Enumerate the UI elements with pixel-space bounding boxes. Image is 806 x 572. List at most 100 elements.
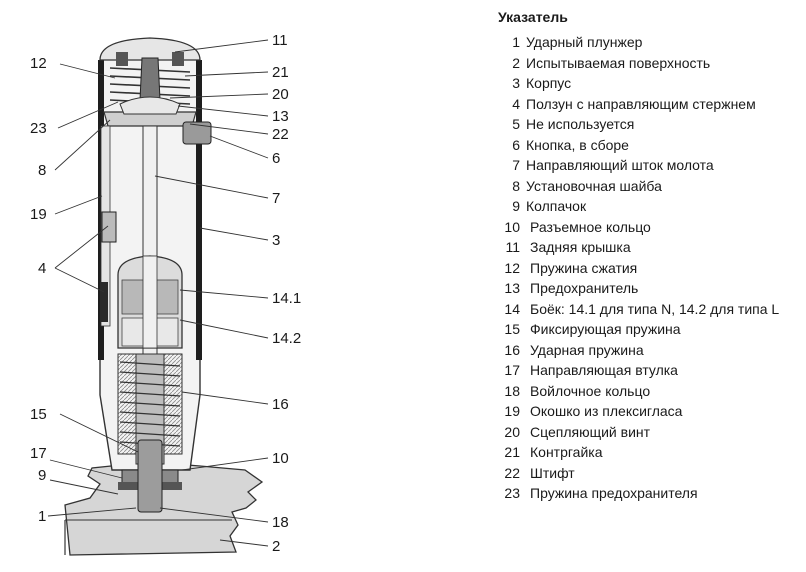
legend-item: 23 Пружина предохранителя bbox=[498, 483, 804, 504]
slider-guide bbox=[100, 282, 108, 322]
legend-item: 3 Корпус bbox=[498, 73, 804, 94]
callout-11: 11 bbox=[272, 32, 288, 49]
legend-item-number: 22 bbox=[504, 464, 520, 481]
cap-insert-left bbox=[116, 52, 128, 66]
legend-item: 12 Пружина сжатия bbox=[498, 258, 804, 279]
legend-item: 8 Установочная шайба bbox=[498, 176, 804, 197]
legend-item-number: 20 bbox=[504, 423, 520, 440]
callout-23: 23 bbox=[30, 120, 47, 137]
legend-item-number: 18 bbox=[504, 382, 520, 399]
legend-item-number: 14 bbox=[504, 300, 520, 317]
legend-item: 13 Предохранитель bbox=[498, 278, 804, 299]
legend-item: 9 Колпачок bbox=[498, 196, 804, 217]
hammer bbox=[117, 255, 183, 349]
legend-item-text: Ударный плунжер bbox=[526, 34, 643, 50]
legend-item-number: 5 bbox=[512, 116, 520, 132]
leader-lines bbox=[47, 39, 269, 547]
lock-nut bbox=[139, 57, 161, 101]
callout-12: 12 bbox=[30, 55, 47, 72]
legend-item-text: Кнопка, в сборе bbox=[526, 136, 629, 153]
callout-8: 8 bbox=[38, 162, 46, 179]
legend-item-text: Колпачок bbox=[526, 198, 587, 214]
legend-item-text: Окошко из плексигласа bbox=[530, 403, 683, 419]
legend-item-text: Штифт bbox=[530, 464, 575, 481]
callout-19: 19 bbox=[30, 206, 47, 223]
legend-item-text: Направляющая втулка bbox=[530, 362, 678, 378]
callout-10: 10 bbox=[272, 450, 289, 467]
legend-item-number: 12 bbox=[504, 259, 520, 276]
callout-3: 3 bbox=[272, 232, 280, 249]
callout-17: 17 bbox=[30, 445, 47, 462]
legend-item-text: Задняя крышка bbox=[530, 239, 631, 255]
legend-item: 10 Разъемное кольцо bbox=[498, 217, 804, 238]
legend-item-number: 21 bbox=[504, 444, 520, 460]
legend-item-text: Не используется bbox=[526, 116, 635, 132]
legend-item-text: Ударная пружина bbox=[530, 341, 644, 358]
callout-20: 20 bbox=[272, 86, 289, 103]
legend-item-number: 1 bbox=[512, 34, 520, 50]
callout-14-2: 14.2 bbox=[272, 330, 301, 347]
legend-item-number: 17 bbox=[504, 362, 520, 378]
callout-6: 6 bbox=[272, 150, 280, 167]
legend-item-number: 10 bbox=[504, 218, 520, 235]
legend-item-text: Разъемное кольцо bbox=[530, 218, 651, 235]
callout-18: 18 bbox=[272, 514, 289, 531]
callout-7: 7 bbox=[272, 190, 280, 207]
legend-item: 17 Направляющая втулка bbox=[498, 360, 804, 381]
callout-15: 15 bbox=[30, 406, 47, 423]
legend-item: 15 Фиксирующая пружина bbox=[498, 319, 804, 340]
callout-1: 1 bbox=[38, 508, 46, 525]
legend-item-number: 19 bbox=[504, 403, 520, 419]
legend-item-text: Предохранитель bbox=[530, 280, 639, 296]
legend-item: 16 Ударная пружина bbox=[498, 340, 804, 361]
legend-item-number: 2 bbox=[512, 54, 520, 71]
legend-list: 1 Ударный плунжер 2 Испытываемая поверхнос… bbox=[498, 32, 804, 504]
legend-item: 1 Ударный плунжер bbox=[498, 32, 804, 53]
callout-22: 22 bbox=[272, 126, 289, 143]
legend-item: 22 Штифт bbox=[498, 463, 804, 484]
legend-item: 14 Боёк: 14.1 для типа N, 14.2 для типа L bbox=[498, 299, 804, 320]
legend-title: Указатель bbox=[498, 9, 568, 25]
legend-item-number: 13 bbox=[504, 280, 520, 296]
legend-item-text: Установочная шайба bbox=[526, 177, 662, 194]
impact-plunger bbox=[137, 439, 163, 513]
legend-item-number: 9 bbox=[512, 198, 520, 214]
legend-item-number: 6 bbox=[512, 136, 520, 153]
legend-item-number: 8 bbox=[512, 177, 520, 194]
legend-item-number: 23 bbox=[504, 485, 520, 501]
legend-item-text: Боёк: 14.1 для типа N, 14.2 для типа L bbox=[530, 300, 780, 317]
legend-item: 21 Контргайка bbox=[498, 442, 804, 463]
legend-item-number: 16 bbox=[504, 341, 520, 358]
legend-item-text: Пружина предохранителя bbox=[530, 485, 698, 501]
slider bbox=[101, 211, 117, 243]
legend-item: 2 Испытываемая поверхность bbox=[498, 53, 804, 74]
legend-item-text: Ползун с направляющим стержнем bbox=[526, 95, 756, 112]
legend-item-text: Корпус bbox=[526, 75, 572, 91]
legend: Указатель 1 Ударный плунжер 2 Испытываемая… bbox=[498, 8, 804, 504]
callout-4: 4 bbox=[38, 260, 46, 277]
legend-item: 6 Кнопка, в сборе bbox=[498, 135, 804, 156]
cap-insert-right bbox=[172, 52, 184, 66]
legend-item: 18 Войлочное кольцо bbox=[498, 381, 804, 402]
legend-item-text: Фиксирующая пружина bbox=[530, 321, 681, 337]
legend-item-text: Войлочное кольцо bbox=[530, 382, 651, 399]
legend-item-text: Пружина сжатия bbox=[530, 259, 638, 276]
safety-catch bbox=[119, 96, 181, 115]
callout-13: 13 bbox=[272, 108, 289, 125]
hammer-cross-section-diagram: 11 12 21 20 13 23 22 6 8 7 19 3 4 14.1 1… bbox=[30, 32, 301, 556]
callout-16: 16 bbox=[272, 396, 289, 413]
button-assembly bbox=[182, 121, 212, 145]
legend-item-text: Контргайка bbox=[530, 444, 603, 460]
back-cap bbox=[99, 37, 201, 61]
callout-2: 2 bbox=[272, 538, 280, 555]
legend-item-number: 3 bbox=[512, 75, 520, 91]
legend-item-number: 15 bbox=[504, 321, 520, 337]
legend-item-text: Испытываемая поверхность bbox=[526, 54, 711, 71]
legend-item: 5 Не используется bbox=[498, 114, 804, 135]
legend-item-number: 4 bbox=[512, 95, 520, 112]
legend-item: 20 Сцепляющий винт bbox=[498, 422, 804, 443]
legend-item-text: Сцепляющий винт bbox=[530, 423, 651, 440]
legend-item: 19 Окошко из плексигласа bbox=[498, 401, 804, 422]
